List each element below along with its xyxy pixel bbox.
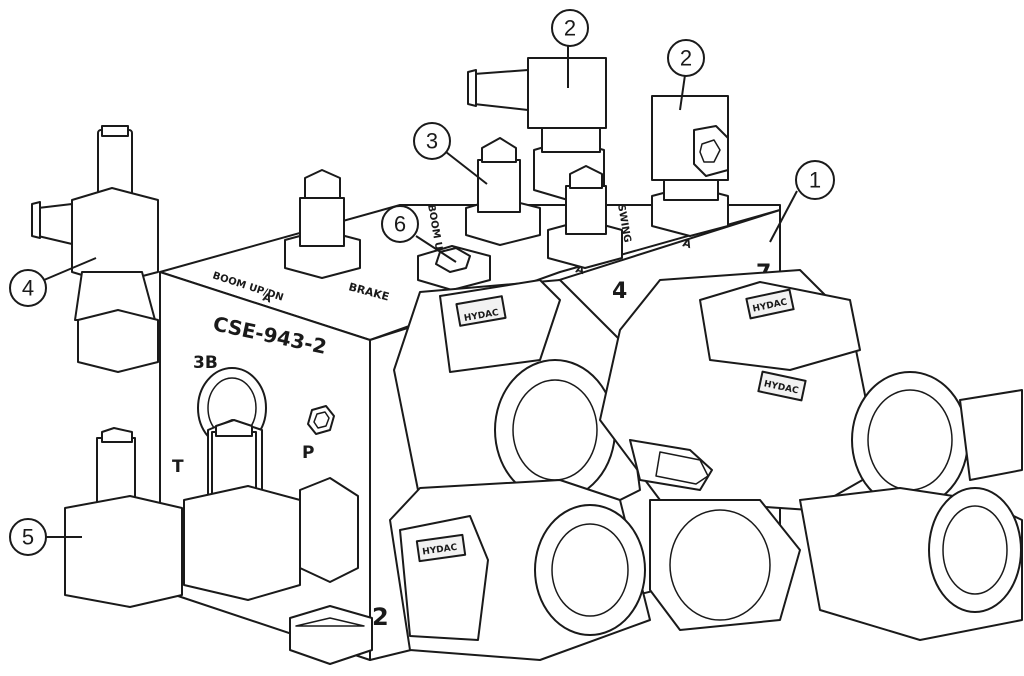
solenoid-valve-rear-lower bbox=[799, 487, 1023, 641]
front-plug bbox=[307, 405, 335, 435]
callout-6: 6 bbox=[381, 205, 419, 243]
item-4-cross-fitting bbox=[31, 125, 159, 373]
label-a3: A bbox=[681, 236, 693, 251]
callout-1: 1 bbox=[795, 160, 835, 200]
callout-1-number: 1 bbox=[809, 168, 821, 193]
callout-4: 4 bbox=[9, 269, 47, 307]
leader-lines bbox=[43, 45, 798, 538]
solenoid-valve-front-upper: HYDAC bbox=[393, 279, 641, 521]
callout-2a: 2 bbox=[551, 9, 589, 47]
callout-2b-number: 2 bbox=[680, 46, 692, 71]
callout-3: 3 bbox=[413, 122, 451, 160]
bottom-fitting bbox=[289, 605, 373, 665]
leader-1 bbox=[769, 190, 798, 243]
leader-6 bbox=[415, 235, 457, 263]
callout-5-number: 5 bbox=[22, 525, 34, 550]
callout-2b: 2 bbox=[667, 39, 705, 77]
coil-brand-4: HYDAC bbox=[422, 543, 459, 558]
top-fitting-a1 bbox=[284, 169, 361, 279]
solenoid-valve-rear-upper: HYDAC HYDAC bbox=[599, 269, 1023, 511]
item-3-relief-valve bbox=[465, 137, 541, 246]
connector-stem bbox=[629, 439, 713, 491]
leader-2b bbox=[679, 74, 686, 111]
port-3b-label: 3B bbox=[193, 353, 218, 373]
callouts: 1 2 2 3 4 5 6 bbox=[9, 9, 835, 556]
top-fitting-a2 bbox=[547, 165, 623, 269]
leader-3 bbox=[445, 151, 488, 185]
callout-3-number: 3 bbox=[426, 129, 438, 154]
callout-6-number: 6 bbox=[394, 212, 406, 237]
port-p-label: P bbox=[302, 443, 314, 463]
item-2-right-elbow-valve bbox=[651, 95, 729, 237]
port-t-label: T bbox=[172, 457, 184, 477]
item-6-brake-plug bbox=[417, 245, 491, 291]
side-number-label: 2 bbox=[372, 603, 389, 631]
callout-5: 5 bbox=[9, 518, 47, 556]
item-5-port-fittings bbox=[64, 419, 359, 608]
callout-2a-number: 2 bbox=[564, 16, 576, 41]
solenoid-valve-front-lower: HYDAC bbox=[389, 479, 801, 661]
callout-4-number: 4 bbox=[22, 276, 34, 301]
label-number-4: 4 bbox=[612, 279, 627, 304]
leader-4 bbox=[43, 257, 97, 281]
